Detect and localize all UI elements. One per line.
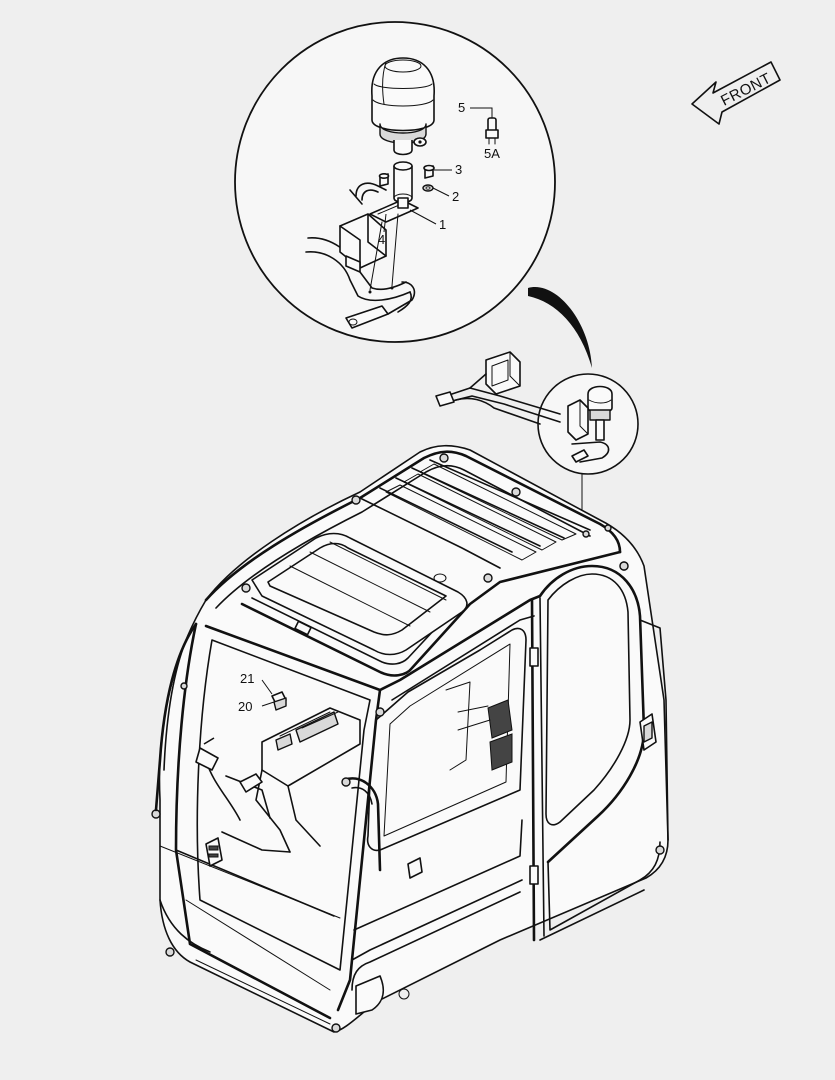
callouts-detail: 5 5A 3 2 1 4	[378, 100, 500, 247]
callouts-cab: 21 20	[238, 671, 275, 714]
callout-4: 4	[378, 232, 385, 247]
callout-1: 1	[439, 217, 446, 232]
callout-5: 5	[458, 100, 465, 115]
detail-pointer-swoosh	[528, 287, 592, 368]
switch-part-20-21	[271, 691, 287, 711]
beacon-lamp-detail	[371, 57, 435, 156]
callout-5a: 5A	[484, 146, 500, 161]
callout-2: 2	[452, 189, 459, 204]
detail-view-circle	[234, 21, 556, 343]
callout-20: 20	[238, 699, 252, 714]
operator-cab	[151, 444, 669, 1033]
callout-3: 3	[455, 162, 462, 177]
callout-21: 21	[240, 671, 254, 686]
front-direction-arrow: FRONT	[691, 61, 781, 125]
work-lamp-bracket	[435, 351, 561, 425]
